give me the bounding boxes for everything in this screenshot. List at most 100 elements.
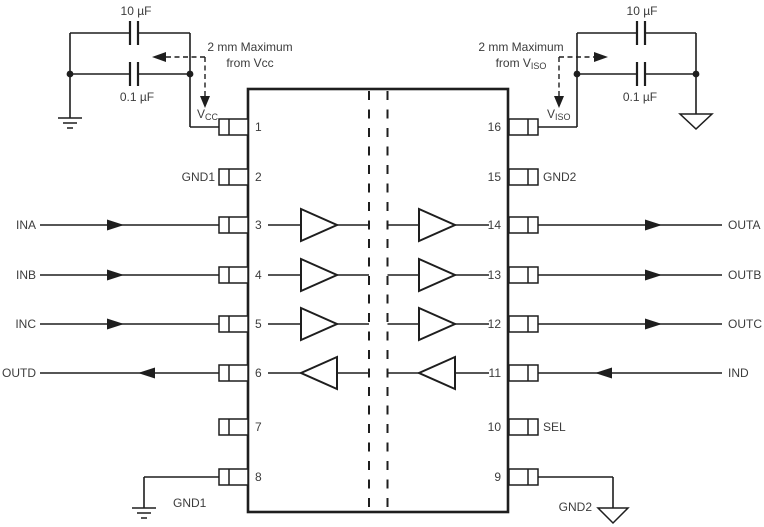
pin-13: 13 [488,266,539,284]
signal-ind-label: IND [728,366,749,380]
ground-pin9: GND2 [538,476,630,525]
signal-inb: INB [16,268,219,282]
signal-outd-label: OUTD [2,366,36,380]
channel-a [268,207,489,243]
junction-dot [66,70,74,78]
pin-6: 6 [218,364,262,382]
svg-text:15: 15 [488,170,502,184]
cap-bypass-right-label: 0.1 µF [623,90,657,104]
ground-bottom-right-label: GND2 [559,500,593,514]
distance-note-right-line1: 2 mm Maximum [478,40,563,54]
channel-b [268,257,489,293]
pin-9: 9 [494,468,539,486]
pin-14: 14 [488,216,539,234]
ground-symbol-bottom-left [132,507,156,519]
signal-outa: OUTA [538,218,760,232]
buffer-c-right [418,306,458,342]
ic-body [246,87,510,514]
distance-note-dashed-line [558,56,594,96]
pin-2: 2 [218,168,262,186]
arrow-right-icon [645,269,662,281]
signal-outb: OUTB [538,268,761,282]
ground-symbol-bottom-right [596,507,630,525]
svg-text:3: 3 [255,218,262,232]
signal-outa-label: OUTA [728,218,760,232]
vcc-rail-label: VCC [197,107,219,122]
buffer-a-right [418,207,458,243]
viso-rail-label: VISO [547,107,571,122]
svg-text:8: 8 [255,470,262,484]
capacitor-bulk-right [635,21,647,45]
right-decoupling-circuit: 10 µF 0.1 µF 2 mm Maximum from VISO VISO [478,4,714,131]
pin-10-label: SEL [543,420,566,434]
arrow-left-icon [595,367,612,379]
junction-dot [186,70,194,78]
arrow-down-icon [554,96,564,108]
svg-text:7: 7 [255,420,262,434]
pin-1: 1 [218,118,262,136]
ground-bottom-left-label: GND1 [173,496,207,510]
capacitor-bypass-right [635,62,647,86]
signal-outc: OUTC [538,317,762,331]
pin-15-label: GND2 [543,170,577,184]
ground-symbol-left-top [58,117,82,129]
buffer-b-left [300,257,340,293]
junction-dot [573,70,581,78]
svg-text:10: 10 [488,420,502,434]
svg-text:13: 13 [488,268,502,282]
arrow-left-icon [138,367,155,379]
distance-note-right-line2: from VISO [496,56,547,71]
ground-symbol-right-top [678,113,714,131]
svg-text:1: 1 [255,120,262,134]
distance-note-dashed-line [166,56,206,96]
svg-text:9: 9 [494,470,501,484]
cap-bulk-left-label: 10 µF [121,4,152,18]
ic-outline [246,87,510,514]
svg-text:6: 6 [255,366,262,380]
signal-outb-label: OUTB [728,268,761,282]
arrow-right-icon [107,219,124,231]
arrow-right-icon [645,318,662,330]
buffer-c-left [300,306,340,342]
signal-outc-label: OUTC [728,317,762,331]
buffer-d-right [416,355,456,391]
right-pins: 16 15 14 13 12 11 10 9 GND2 SEL [488,118,577,486]
left-pins: 1 2 3 4 5 6 7 8 GND1 [182,118,262,486]
signal-inc-label: INC [15,317,36,331]
pin-7: 7 [218,418,262,436]
distance-note-left-line1: 2 mm Maximum [207,40,292,54]
signal-inc: INC [15,317,219,331]
pin-11: 11 [489,364,539,382]
wire [538,32,697,128]
left-decoupling-circuit: 10 µF 0.1 µF 2 mm Maximum from Vcc VCC [58,4,293,129]
buffer-a-left [300,207,340,243]
pin-4: 4 [218,266,262,284]
svg-text:2: 2 [255,170,262,184]
signal-ind: IND [538,366,749,380]
signal-ina-label: INA [16,218,36,232]
pin-12: 12 [488,315,539,333]
svg-text:11: 11 [489,366,502,380]
signal-outd: OUTD [2,366,219,380]
pin-8: 8 [218,468,262,486]
distance-note-left-line2: from Vcc [226,56,273,70]
svg-text:12: 12 [488,317,502,331]
signal-inb-label: INB [16,268,36,282]
arrow-down-icon [200,96,210,108]
channel-c [268,306,489,342]
svg-text:16: 16 [488,120,502,134]
arrow-left-icon [152,52,166,62]
svg-text:4: 4 [255,268,262,282]
svg-text:5: 5 [255,317,262,331]
ground-pin8: GND1 [132,476,219,519]
cap-bypass-left-label: 0.1 µF [120,90,154,104]
signal-ina: INA [16,218,219,232]
cap-bulk-right-label: 10 µF [627,4,658,18]
junction-dot [692,70,700,78]
svg-text:14: 14 [488,218,502,232]
capacitor-bulk-left [128,21,140,45]
buffer-d-left [298,355,338,391]
buffer-b-right [418,257,458,293]
